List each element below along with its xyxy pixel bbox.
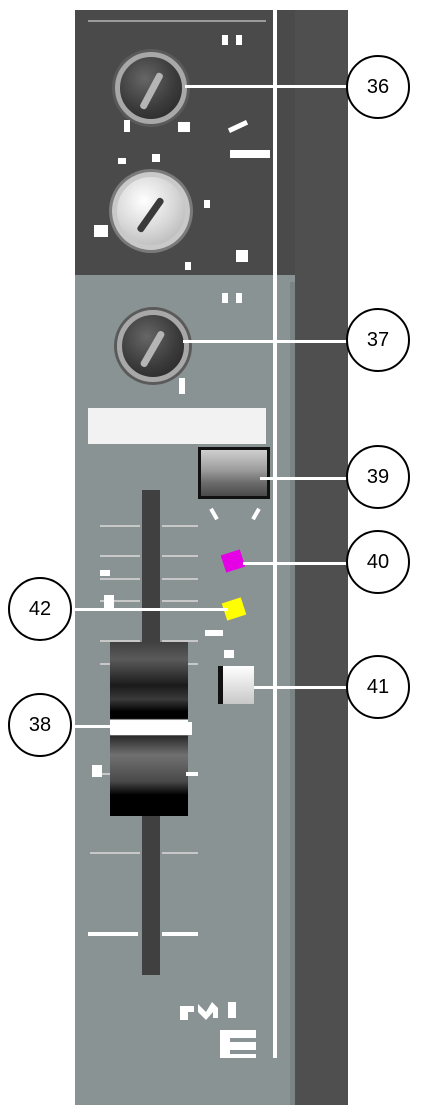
callout-42: 42 [8, 577, 72, 641]
fader-scale-line [100, 600, 140, 602]
knob-tick-mark [179, 378, 185, 394]
fader-scale-line [162, 555, 198, 557]
fader-reference-line [111, 722, 192, 735]
callout-37: 37 [346, 308, 410, 372]
fader-scale-line [100, 640, 140, 642]
mute-button[interactable] [198, 447, 270, 499]
knob-tick-mark [94, 225, 108, 237]
knob-pointer-icon [136, 196, 165, 234]
knob-tick-mark [124, 120, 130, 132]
solo-button[interactable] [218, 666, 254, 704]
fader-scale-line [162, 525, 198, 527]
fader-scale-line [162, 640, 198, 642]
knob-tick-mark [204, 200, 210, 208]
button-tick-mark [224, 650, 234, 658]
fader-scale-line [88, 932, 138, 936]
callout-38: 38 [8, 693, 72, 757]
panel-top-line [88, 20, 266, 22]
fader-scale-mark [186, 772, 198, 776]
fader-scale-mark [92, 765, 102, 777]
knob-tick-mark [222, 293, 228, 303]
knob-tick-mark [236, 35, 242, 45]
callout-leader-39 [260, 477, 350, 480]
vertical-leader-line [273, 10, 277, 1058]
fader-scale-line [162, 578, 198, 580]
callout-36: 36 [346, 55, 410, 119]
knob-pointer-icon [139, 329, 166, 369]
callout-leader-37 [183, 340, 350, 343]
middle-light-knob[interactable] [112, 172, 190, 250]
scribble-label-strip [88, 408, 266, 444]
knob-tick-mark [118, 158, 126, 164]
knob-tick-mark [236, 293, 242, 303]
fader-scale-mark [104, 595, 114, 609]
knob-tick-mark [236, 250, 248, 262]
callout-leader-38 [70, 725, 115, 728]
channel-strip-upper-panel [75, 10, 295, 285]
callout-41: 41 [346, 655, 410, 719]
knob-tick-mark [178, 122, 190, 132]
fader-scale-line [100, 525, 140, 527]
fader-scale-line [162, 932, 198, 936]
callout-leader-40 [243, 562, 350, 565]
callout-leader-41 [254, 686, 350, 689]
callout-40: 40 [346, 530, 410, 594]
knob-pointer-icon [139, 71, 164, 111]
upper-dark-knob[interactable] [115, 52, 187, 124]
channel-strip-edge [290, 282, 296, 1105]
fader-scale-line [162, 852, 198, 854]
fader-scale-line [90, 852, 140, 854]
brand-logo-icon [180, 1002, 256, 1058]
knob-tick-mark [152, 154, 160, 162]
fader-scale-line [100, 555, 140, 557]
button-tick-mark [205, 630, 223, 636]
channel-strip-side-panel [295, 10, 348, 1105]
callout-39: 39 [346, 445, 410, 509]
knob-tick-mark [185, 262, 191, 270]
callout-leader-36 [185, 85, 350, 88]
lower-dark-knob[interactable] [117, 310, 189, 382]
fader-scale-line [162, 600, 198, 602]
knob-tick-mark [230, 150, 270, 158]
knob-tick-mark [222, 35, 228, 45]
fader-scale-mark [100, 570, 110, 576]
fader-scale-line [100, 578, 140, 580]
callout-leader-42 [70, 608, 228, 611]
